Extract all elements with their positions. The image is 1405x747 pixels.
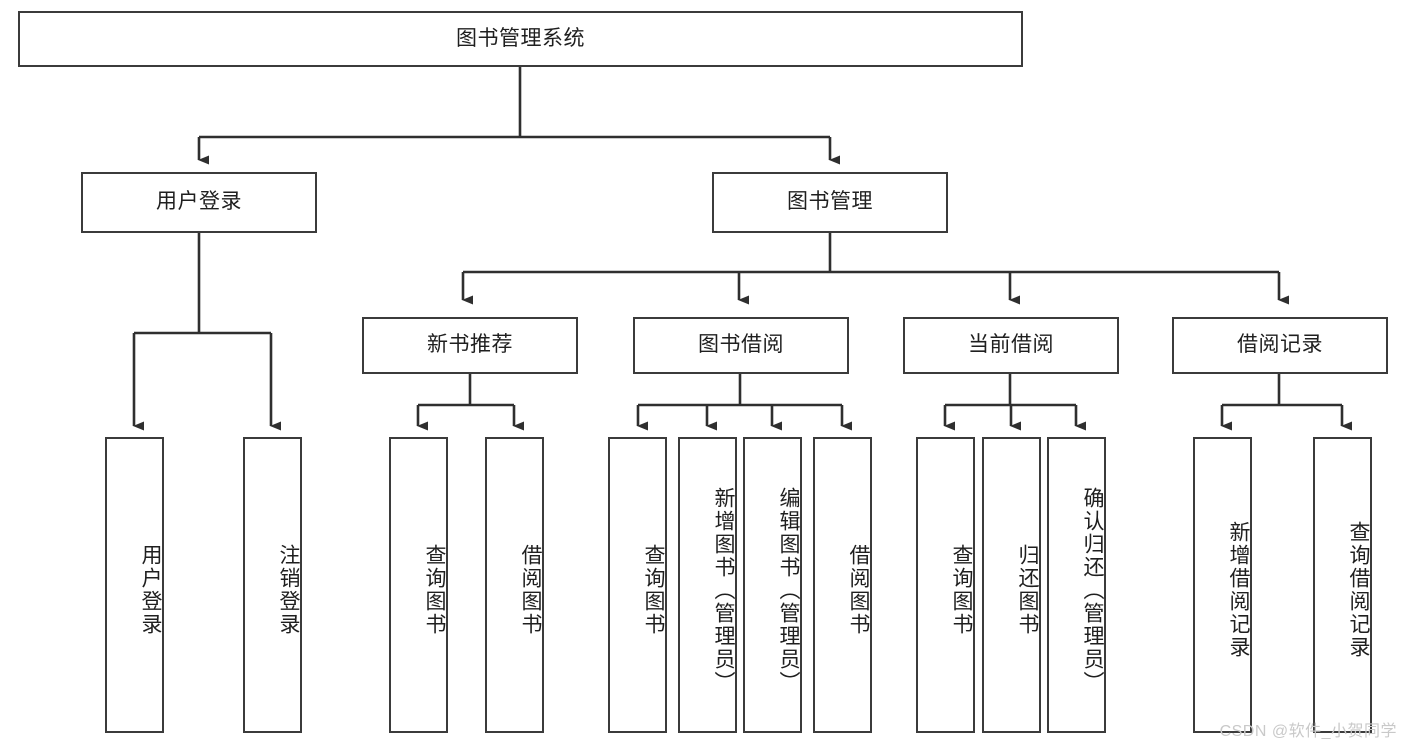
node-leaf-borrow-book[interactable]: 借阅图书 [813, 437, 872, 733]
node-label: 用户登录 [156, 190, 242, 214]
node-label: 新增借阅记录 [1227, 521, 1250, 659]
watermark-text: CSDN @软件_小贺同学 [1219, 723, 1397, 740]
node-leaf-add-borrow-record[interactable]: 新增借阅记录 [1193, 437, 1252, 733]
node-label: 新书推荐 [427, 333, 513, 357]
node-label: 借阅记录 [1237, 333, 1323, 357]
node-label: 查询借阅记录 [1347, 521, 1370, 659]
node-borrow-record[interactable]: 借阅记录 [1172, 317, 1388, 374]
node-label: 新增图书（管理员） [712, 486, 735, 694]
node-book-management[interactable]: 图书管理 [712, 172, 948, 233]
node-label: 图书管理 [787, 190, 873, 214]
node-leaf-query-borrow-record[interactable]: 查询借阅记录 [1313, 437, 1372, 733]
node-leaf-query-book-borrow[interactable]: 查询图书 [608, 437, 667, 733]
node-leaf-query-book-recommend[interactable]: 查询图书 [389, 437, 448, 733]
node-label: 查询图书 [950, 544, 973, 636]
node-label: 编辑图书（管理员） [777, 486, 800, 694]
node-label: 查询图书 [642, 544, 665, 636]
node-leaf-edit-book-admin[interactable]: 编辑图书（管理员） [743, 437, 802, 733]
node-book-borrow[interactable]: 图书借阅 [633, 317, 849, 374]
node-leaf-query-book-current[interactable]: 查询图书 [916, 437, 975, 733]
node-new-book-recommend[interactable]: 新书推荐 [362, 317, 578, 374]
node-label: 确认归还（管理员） [1081, 486, 1104, 694]
node-user-login[interactable]: 用户登录 [81, 172, 317, 233]
node-label: 注销登录 [277, 544, 300, 636]
node-label: 归还图书 [1016, 544, 1039, 636]
node-leaf-return-book[interactable]: 归还图书 [982, 437, 1041, 733]
node-current-borrow[interactable]: 当前借阅 [903, 317, 1119, 374]
node-label: 借阅图书 [847, 544, 870, 636]
node-label: 图书管理系统 [456, 26, 585, 50]
node-label: 当前借阅 [968, 333, 1054, 357]
node-label: 借阅图书 [519, 544, 542, 636]
node-leaf-add-book-admin[interactable]: 新增图书（管理员） [678, 437, 737, 733]
node-label: 图书借阅 [698, 333, 784, 357]
node-leaf-logout[interactable]: 注销登录 [243, 437, 302, 733]
node-label: 用户登录 [139, 544, 162, 636]
node-leaf-borrow-book-recommend[interactable]: 借阅图书 [485, 437, 544, 733]
node-leaf-user-login[interactable]: 用户登录 [105, 437, 164, 733]
node-leaf-confirm-return-admin[interactable]: 确认归还（管理员） [1047, 437, 1106, 733]
node-root-book-management-system[interactable]: 图书管理系统 [18, 11, 1023, 67]
node-label: 查询图书 [423, 544, 446, 636]
